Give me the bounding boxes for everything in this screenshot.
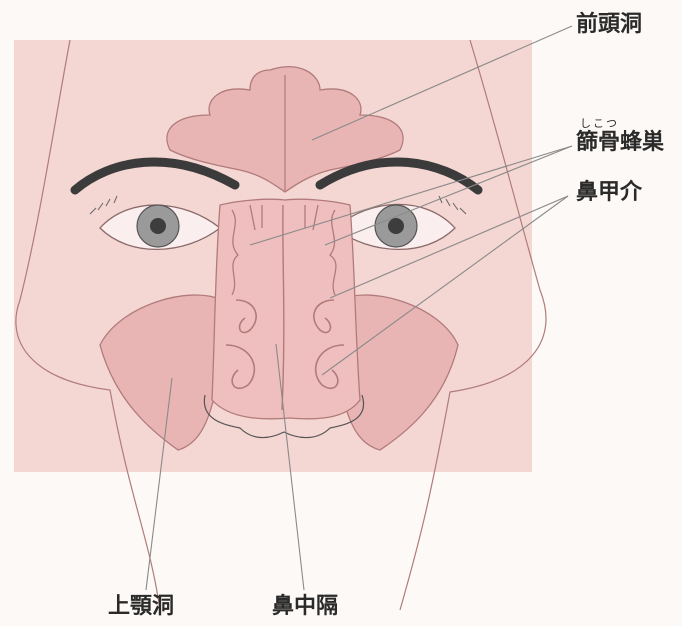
label-turbinates: 鼻甲介 [576, 182, 642, 204]
label-maxillary-sinus: 上顎洞 [108, 596, 174, 618]
label-ethmoid-reading: しこつ [580, 118, 619, 129]
left-pupil [150, 218, 166, 234]
right-pupil [388, 218, 404, 234]
label-frontal-sinus: 前頭洞 [576, 14, 642, 36]
label-septum: 鼻中隔 [272, 596, 338, 618]
label-ethmoid-cells: 篩骨蜂巣 [576, 132, 664, 154]
